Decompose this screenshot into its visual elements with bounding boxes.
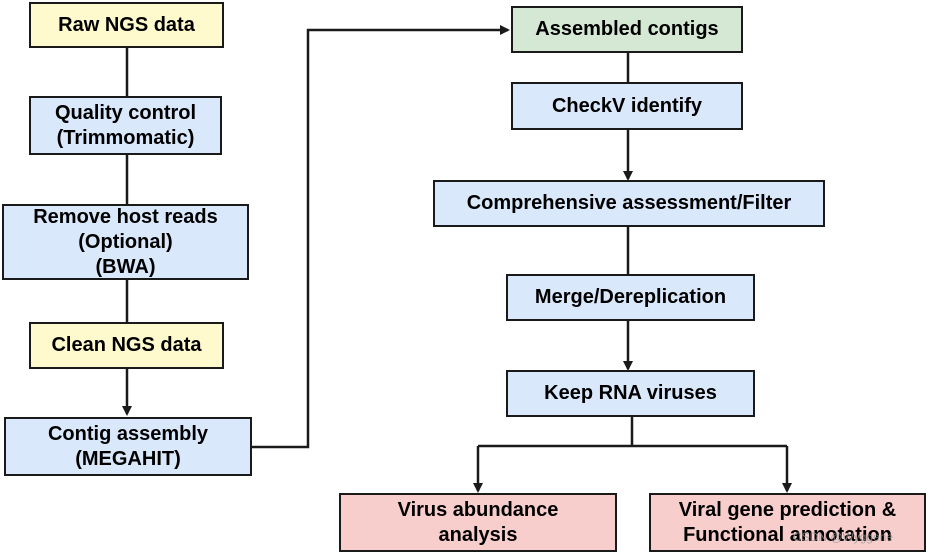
node-label: Merge/Dereplication (534, 286, 727, 308)
watermark: CSDN @Wyggene (793, 530, 894, 544)
node-checkv-identify: CheckV identify (511, 82, 743, 130)
node-label: (BWA) (95, 255, 156, 278)
node-virus-abundance: Virus abundance analysis (339, 493, 617, 552)
node-label: Clean NGS data (51, 334, 202, 356)
node-label: Keep RNA viruses (544, 382, 717, 404)
node-label: Functional annotation (683, 523, 892, 546)
node-quality-control: Quality control (Trimmomatic) (29, 96, 222, 155)
node-remove-host-reads: Remove host reads (Optional) (BWA) (2, 204, 249, 280)
node-label: Virus abundance (397, 498, 559, 521)
node-label: Viral gene prediction & (678, 498, 897, 521)
node-label: (Optional) (78, 230, 173, 253)
node-clean-ngs-data: Clean NGS data (29, 322, 224, 369)
node-label: (Trimmomatic) (56, 126, 195, 149)
node-label: (MEGAHIT) (75, 447, 181, 470)
node-label: Contig assembly (47, 422, 209, 445)
node-label: CheckV identify (551, 94, 703, 117)
node-label: Assembled contigs (535, 18, 719, 40)
node-assembled-contigs: Assembled contigs (511, 6, 743, 53)
node-keep-rna-viruses: Keep RNA viruses (506, 370, 755, 417)
node-label: Remove host reads (33, 205, 218, 228)
node-contig-assembly: Contig assembly (MEGAHIT) (4, 417, 252, 476)
node-label: Comprehensive assessment/Filter (466, 192, 792, 214)
node-comprehensive-assessment: Comprehensive assessment/Filter (433, 180, 825, 227)
node-merge-dereplication: Merge/Dereplication (506, 274, 755, 321)
node-label: Raw NGS data (58, 13, 195, 36)
node-label: Quality control (54, 101, 197, 124)
node-viral-gene-prediction: Viral gene prediction & Functional annot… (649, 493, 926, 552)
node-label: analysis (438, 523, 518, 546)
edge-assembly-contigs (252, 25, 510, 449)
node-raw-ngs-data: Raw NGS data (29, 2, 224, 48)
